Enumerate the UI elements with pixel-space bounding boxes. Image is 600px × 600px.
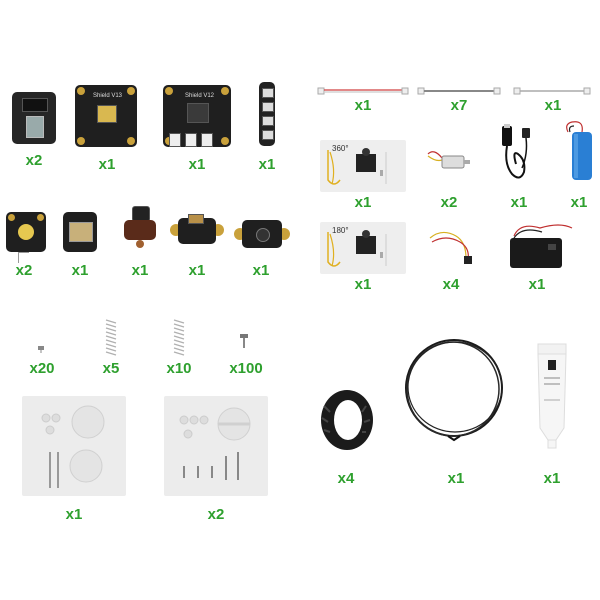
servo-motor-icon [327,148,387,185]
main-board-a: Shield V13 [75,85,137,147]
quantity-label: x1 [570,194,588,211]
quantity-label: x1 [65,506,83,523]
large-screws-icon [240,334,248,348]
servo-360-panel: 360° [320,140,406,192]
quantity-label: x1 [71,262,89,279]
quantity-label: x4 [442,276,460,293]
servo-angle-label: 180° [332,226,349,235]
quantity-label: x2 [207,506,225,523]
quantity-label: x1 [447,470,465,487]
quantity-label: x1 [354,97,372,114]
parts-panel-b [164,396,268,496]
battery-box-icon [510,224,573,268]
pin-marker [18,252,29,263]
led-strip [259,82,275,146]
quantity-label: x1 [131,262,149,279]
servo-angle-label: 360° [332,144,349,153]
quantity-label: x1 [252,262,270,279]
wire-coil-icon [405,339,503,442]
quantity-label: x1 [528,276,546,293]
cable-red-white [317,87,409,95]
quantity-label: x10 [166,360,192,377]
quantity-label: x1 [258,156,276,173]
quantity-label: x1 [188,262,206,279]
grease-tube-icon [537,343,567,449]
cable-gray-thin [513,87,591,95]
parts-panel-a [22,396,126,496]
board-text: Shield V13 [93,93,123,99]
quantity-label: x4 [337,470,355,487]
camera-module [6,212,46,252]
quantity-label: x100 [229,360,263,377]
quantity-label: x1 [98,156,116,173]
spring-short-icon [105,319,117,356]
gear-parts-icon [41,405,105,488]
sensor-module [63,212,97,252]
spring-long-icon [173,319,185,356]
tire-icon [321,390,373,450]
quantity-label: x1 [510,194,528,211]
wire-lead-icon [429,231,472,264]
quantity-label: x5 [102,360,120,377]
quantity-label: x20 [29,360,55,377]
quantity-label: x1 [188,156,206,173]
motor-small-icon [427,151,470,169]
quantity-label: x2 [440,194,458,211]
quantity-label: x2 [15,262,33,279]
usb-charger-icon [502,124,530,179]
quantity-label: x1 [543,470,561,487]
quantity-label: x1 [354,276,372,293]
cable-gray-long [417,87,501,95]
quantity-label: x1 [354,194,372,211]
switch-module [120,206,160,254]
board-text: Shield V12 [185,93,215,99]
button-module [234,220,290,248]
gear-parts-icon [179,407,251,480]
servo-180-panel: 180° [320,222,406,274]
mini-board [12,92,56,144]
ir-module [170,214,224,248]
quantity-label: x1 [544,97,562,114]
quantity-label: x7 [450,97,468,114]
quantity-label: x2 [25,152,43,169]
small-screws-icon [38,346,44,353]
battery-pack-icon [566,121,592,180]
main-board-b: Shield V12 [163,85,231,147]
servo-motor-icon [327,230,387,267]
